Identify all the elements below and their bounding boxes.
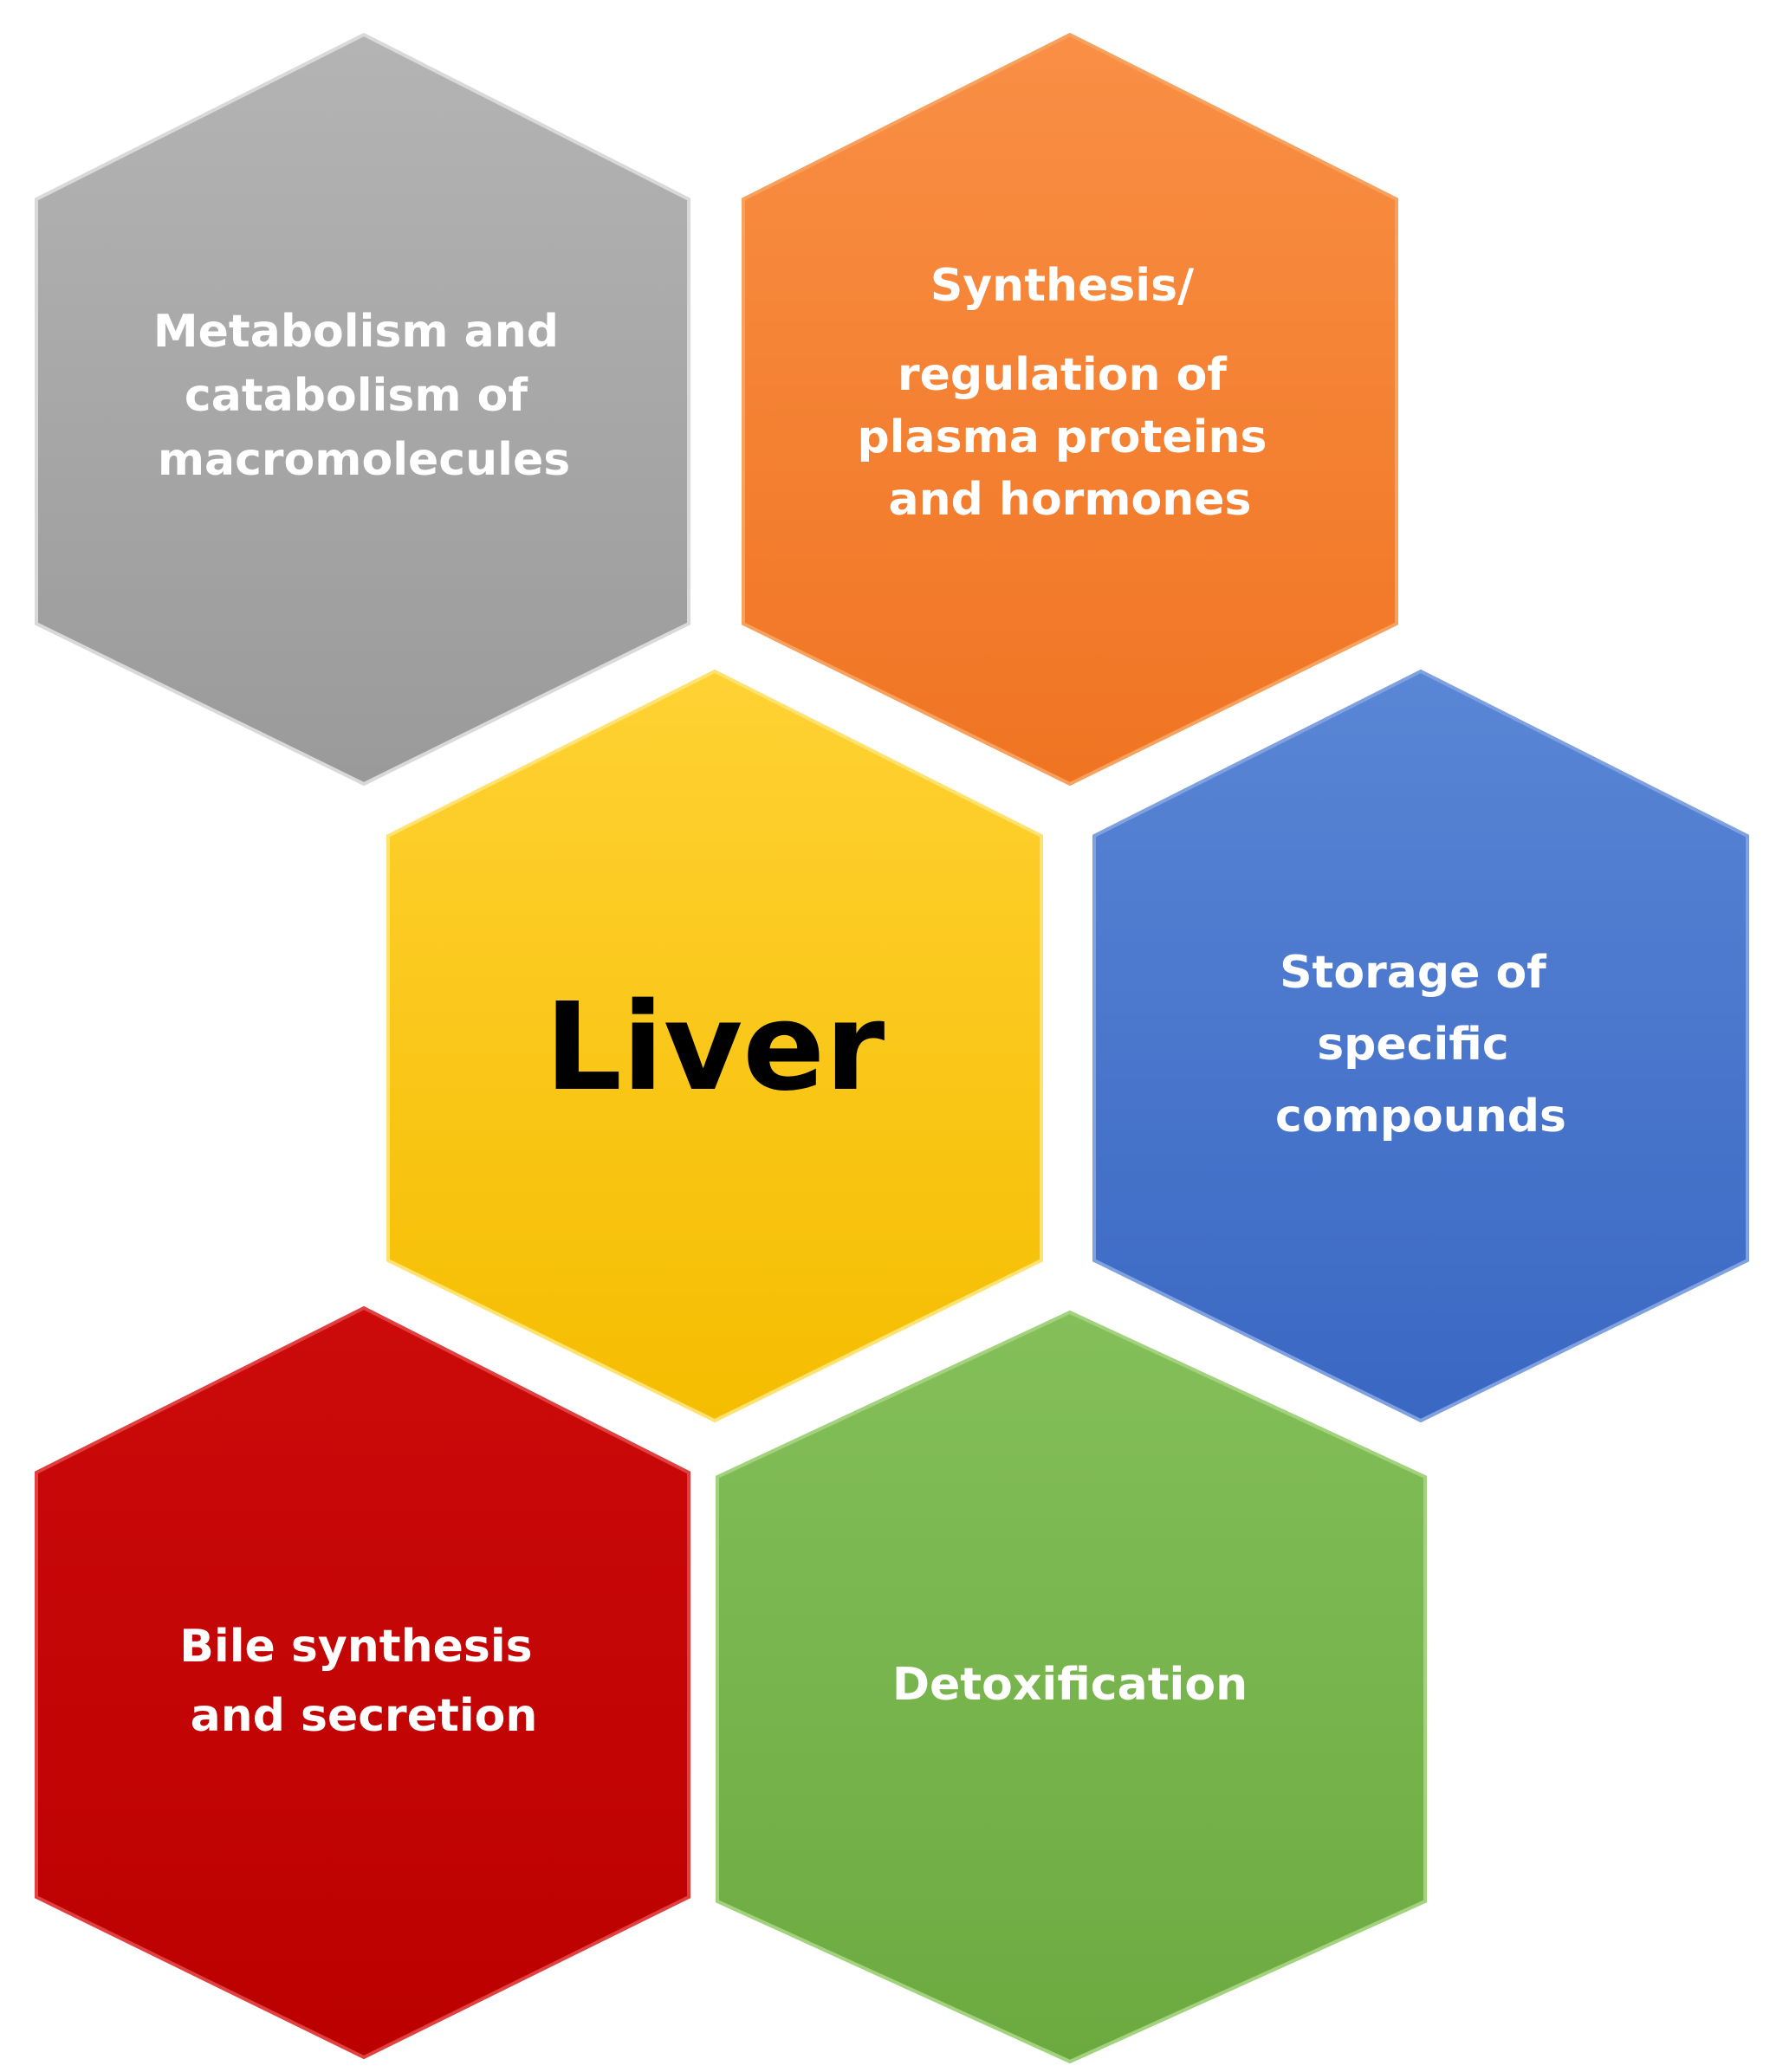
hexagon-bile-label: Bile synthesis and secretion: [179, 1621, 548, 1742]
hexagon-bile: Bile synthesis and secretion: [35, 1305, 690, 2060]
hexagon-detoxification-shape: [716, 1310, 1427, 2064]
hexagon-liver: Liver: [386, 669, 1043, 1423]
hexagon-detoxification-label: Detoxification: [892, 1659, 1248, 1711]
hexagon-liver-shape: [386, 669, 1043, 1423]
liver-label: Liver: [545, 977, 885, 1118]
hexagon-storage: Storage of specific compounds: [1092, 669, 1749, 1423]
hexagon-metabolism-label: Metabolism and catabolism of macromolecu…: [153, 306, 574, 486]
hexagon-bile-shape: [35, 1305, 690, 2060]
hexagon-synthesis-label: Synthesis/ regulation of plasma proteins…: [857, 260, 1282, 526]
hexagon-metabolism-shape: [35, 32, 690, 787]
hexagon-metabolism: Metabolism and catabolism of macromolecu…: [35, 32, 690, 787]
hexagon-synthesis: Synthesis/ regulation of plasma proteins…: [742, 32, 1398, 787]
hexagon-detoxification: Detoxification: [716, 1310, 1427, 2064]
hexagon-synthesis-shape: [742, 32, 1398, 787]
hexagon-storage-label: Storage of specific compounds: [1275, 947, 1566, 1143]
hexagon-storage-shape: [1092, 669, 1749, 1423]
